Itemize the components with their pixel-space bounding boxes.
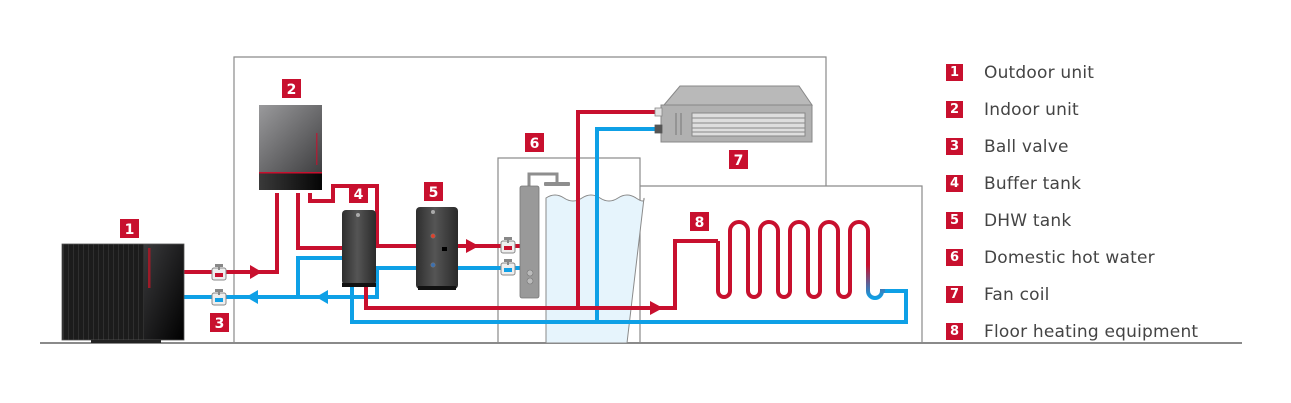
legend-label: Buffer tank bbox=[984, 173, 1082, 194]
legend-label: Indoor unit bbox=[984, 99, 1079, 120]
legend-item-floor-heating: 8 Floor heating equipment bbox=[946, 313, 1198, 350]
ball-valve-icon[interactable] bbox=[500, 259, 516, 276]
legend-badge: 8 bbox=[946, 323, 963, 340]
arrow-cold-to-outdoor bbox=[246, 290, 258, 304]
legend-item-fan-coil: 7 Fan coil bbox=[946, 276, 1198, 313]
ball-valve-icon[interactable] bbox=[211, 264, 227, 281]
shower-unit bbox=[519, 172, 570, 299]
svg-text:4: 4 bbox=[354, 187, 364, 203]
callout-badge-buffer-tank: 4 bbox=[349, 184, 368, 203]
callout-badge-floor-heating: 8 bbox=[690, 212, 709, 231]
dhw-tank bbox=[416, 207, 458, 290]
svg-text:3: 3 bbox=[215, 316, 225, 332]
legend-item-ball-valve: 3 Ball valve bbox=[946, 128, 1198, 165]
legend-badge: 5 bbox=[946, 212, 963, 229]
main-room-wall bbox=[233, 56, 827, 343]
legend-label: DHW tank bbox=[984, 210, 1072, 231]
callout-badge-domestic-hot-water: 6 bbox=[525, 133, 544, 152]
hot-buffer-to-floor bbox=[364, 239, 718, 310]
indoor-unit bbox=[259, 105, 322, 190]
callout-badge-indoor-unit: 2 bbox=[282, 79, 301, 98]
ball-valves bbox=[211, 237, 516, 306]
legend-item-buffer-tank: 4 Buffer tank bbox=[946, 165, 1198, 202]
floor-room-wall bbox=[640, 185, 923, 343]
callout-badge-outdoor-unit: 1 bbox=[120, 219, 139, 238]
svg-text:5: 5 bbox=[429, 185, 439, 201]
arrow-hot-to-floor bbox=[650, 301, 663, 315]
cold-buffer-riser bbox=[296, 256, 342, 297]
callout-badge-ball-valve: 3 bbox=[210, 313, 229, 332]
hot-outdoor-to-indoor bbox=[183, 193, 279, 274]
callout-badge-dhw-tank: 5 bbox=[424, 182, 443, 201]
legend-badge: 1 bbox=[946, 64, 963, 81]
svg-text:1: 1 bbox=[125, 222, 135, 238]
legend-label: Outdoor unit bbox=[984, 62, 1095, 83]
legend-item-outdoor-unit: 1 Outdoor unit bbox=[946, 54, 1198, 91]
legend-label: Fan coil bbox=[984, 284, 1050, 305]
cold-fancoil-return bbox=[595, 127, 655, 322]
legend-badge: 6 bbox=[946, 249, 963, 266]
outdoor-unit bbox=[61, 243, 185, 343]
hot-indoor-to-dhw bbox=[308, 184, 416, 248]
svg-text:7: 7 bbox=[734, 153, 744, 169]
legend-badge: 7 bbox=[946, 286, 963, 303]
legend-item-domestic-hot-water: 6 Domestic hot water bbox=[946, 239, 1198, 276]
floor-heating-coil-return bbox=[866, 265, 885, 300]
svg-text:6: 6 bbox=[530, 136, 540, 152]
outdoor-unit-brand-mark bbox=[148, 248, 151, 288]
ball-valve-icon[interactable] bbox=[500, 237, 516, 254]
legend-label: Floor heating equipment bbox=[984, 321, 1199, 342]
arrow-cold-return bbox=[316, 290, 328, 304]
legend-badge: 4 bbox=[946, 175, 963, 192]
legend-badge: 3 bbox=[946, 138, 963, 155]
hot-indoor-to-buffer bbox=[296, 193, 342, 250]
legend-label: Ball valve bbox=[984, 136, 1069, 157]
cold-pipes bbox=[183, 127, 908, 324]
arrow-hot-to-dhw-outlet bbox=[466, 239, 479, 253]
legend: 1 Outdoor unit 2 Indoor unit 3 Ball valv… bbox=[946, 54, 1198, 350]
hot-fancoil-supply bbox=[576, 110, 655, 308]
legend-item-dhw-tank: 5 DHW tank bbox=[946, 202, 1198, 239]
flow-arrows bbox=[246, 239, 663, 315]
buffer-tank bbox=[342, 210, 376, 287]
floor-heating-coil bbox=[716, 220, 870, 299]
cold-dhw-return bbox=[341, 266, 416, 299]
fan-coil bbox=[654, 85, 813, 143]
legend-badge: 2 bbox=[946, 101, 963, 118]
cold-underfloor-loop bbox=[350, 285, 908, 324]
legend-label: Domestic hot water bbox=[984, 247, 1155, 268]
legend-item-indoor-unit: 2 Indoor unit bbox=[946, 91, 1198, 128]
svg-text:2: 2 bbox=[287, 82, 297, 98]
ball-valve-icon[interactable] bbox=[211, 289, 227, 306]
svg-text:8: 8 bbox=[695, 215, 705, 231]
hot-pipes bbox=[183, 110, 870, 310]
callout-badges: 1 2 3 4 5 6 7 8 bbox=[120, 79, 748, 332]
arrow-hot-to-indoor bbox=[250, 265, 262, 279]
callout-badge-fan-coil: 7 bbox=[729, 150, 748, 169]
